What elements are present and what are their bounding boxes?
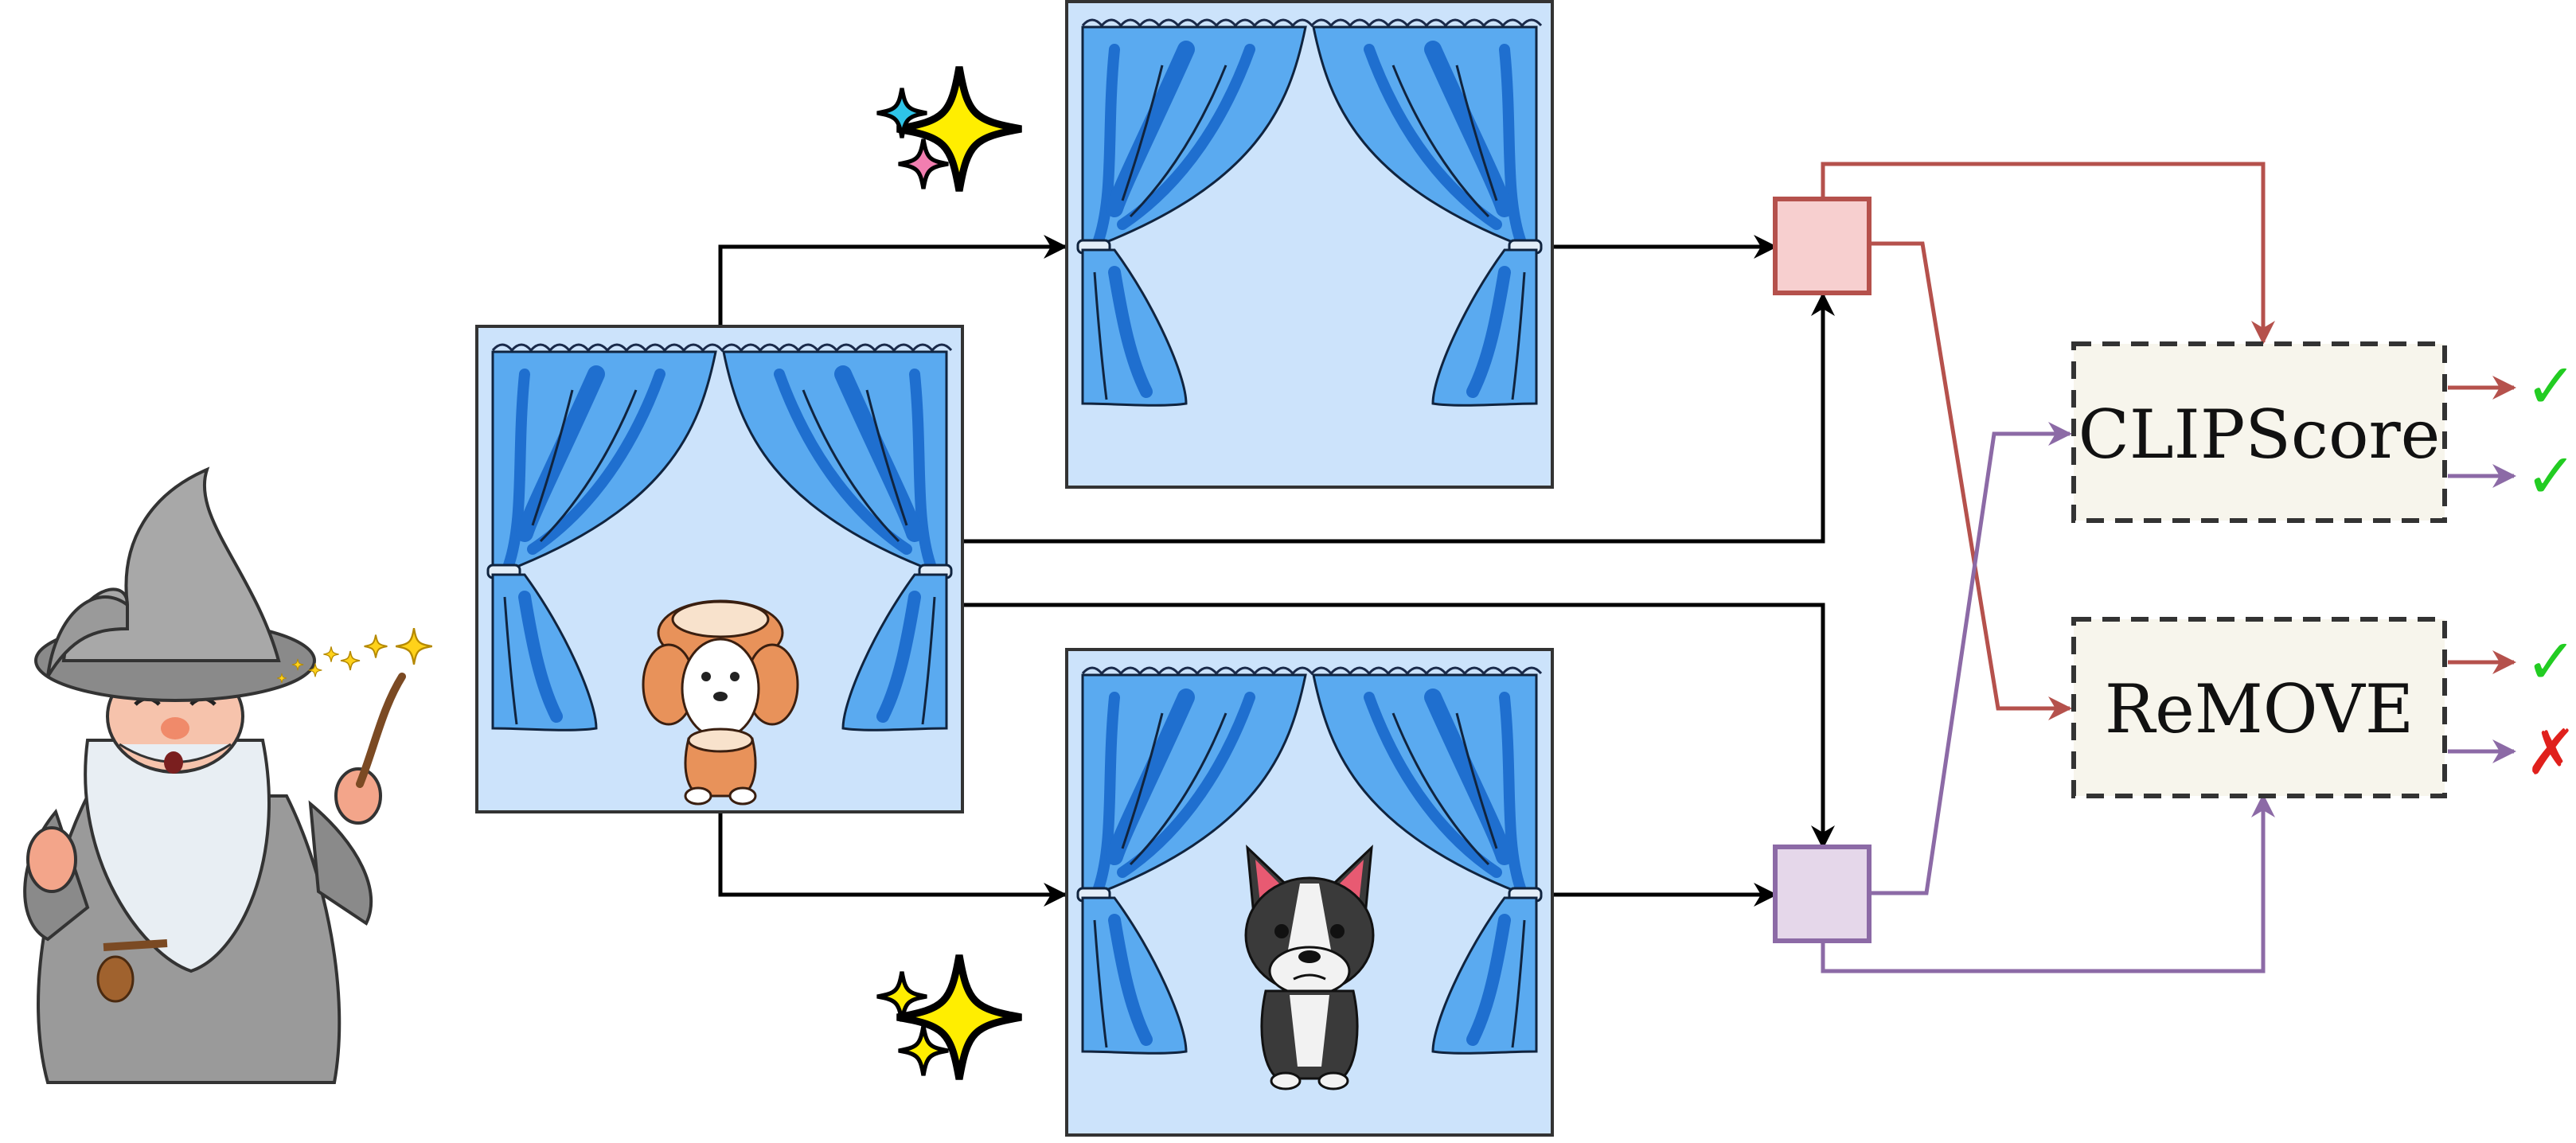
cross-icon: ✗: [2525, 717, 2576, 789]
poodle-icon: [642, 599, 799, 806]
magic-wand-icon: [276, 627, 433, 788]
metric-label-remove: ReMOVE: [2105, 670, 2414, 748]
metric-box-remove: ReMOVE: [2071, 617, 2447, 798]
check-icon: ✓: [2525, 351, 2576, 423]
wizard-icon: [23, 466, 382, 1084]
bulldog-icon: [1244, 845, 1375, 1090]
curtain-icon: [1067, 2, 1552, 487]
connectors: [718, 162, 2516, 973]
sparkle-icon: [877, 955, 1021, 1079]
edited-image-removal: [1067, 2, 1552, 487]
replacement-output-node: [1773, 845, 1872, 943]
metric-box-clipscore: CLIPScore: [2071, 341, 2447, 523]
removal-output-node: [1773, 197, 1872, 295]
check-icon: ✓: [2525, 626, 2576, 698]
sparkle-icon: [877, 67, 1021, 191]
metric-label-clipscore: CLIPScore: [2078, 396, 2441, 474]
check-icon: ✓: [2525, 441, 2576, 513]
